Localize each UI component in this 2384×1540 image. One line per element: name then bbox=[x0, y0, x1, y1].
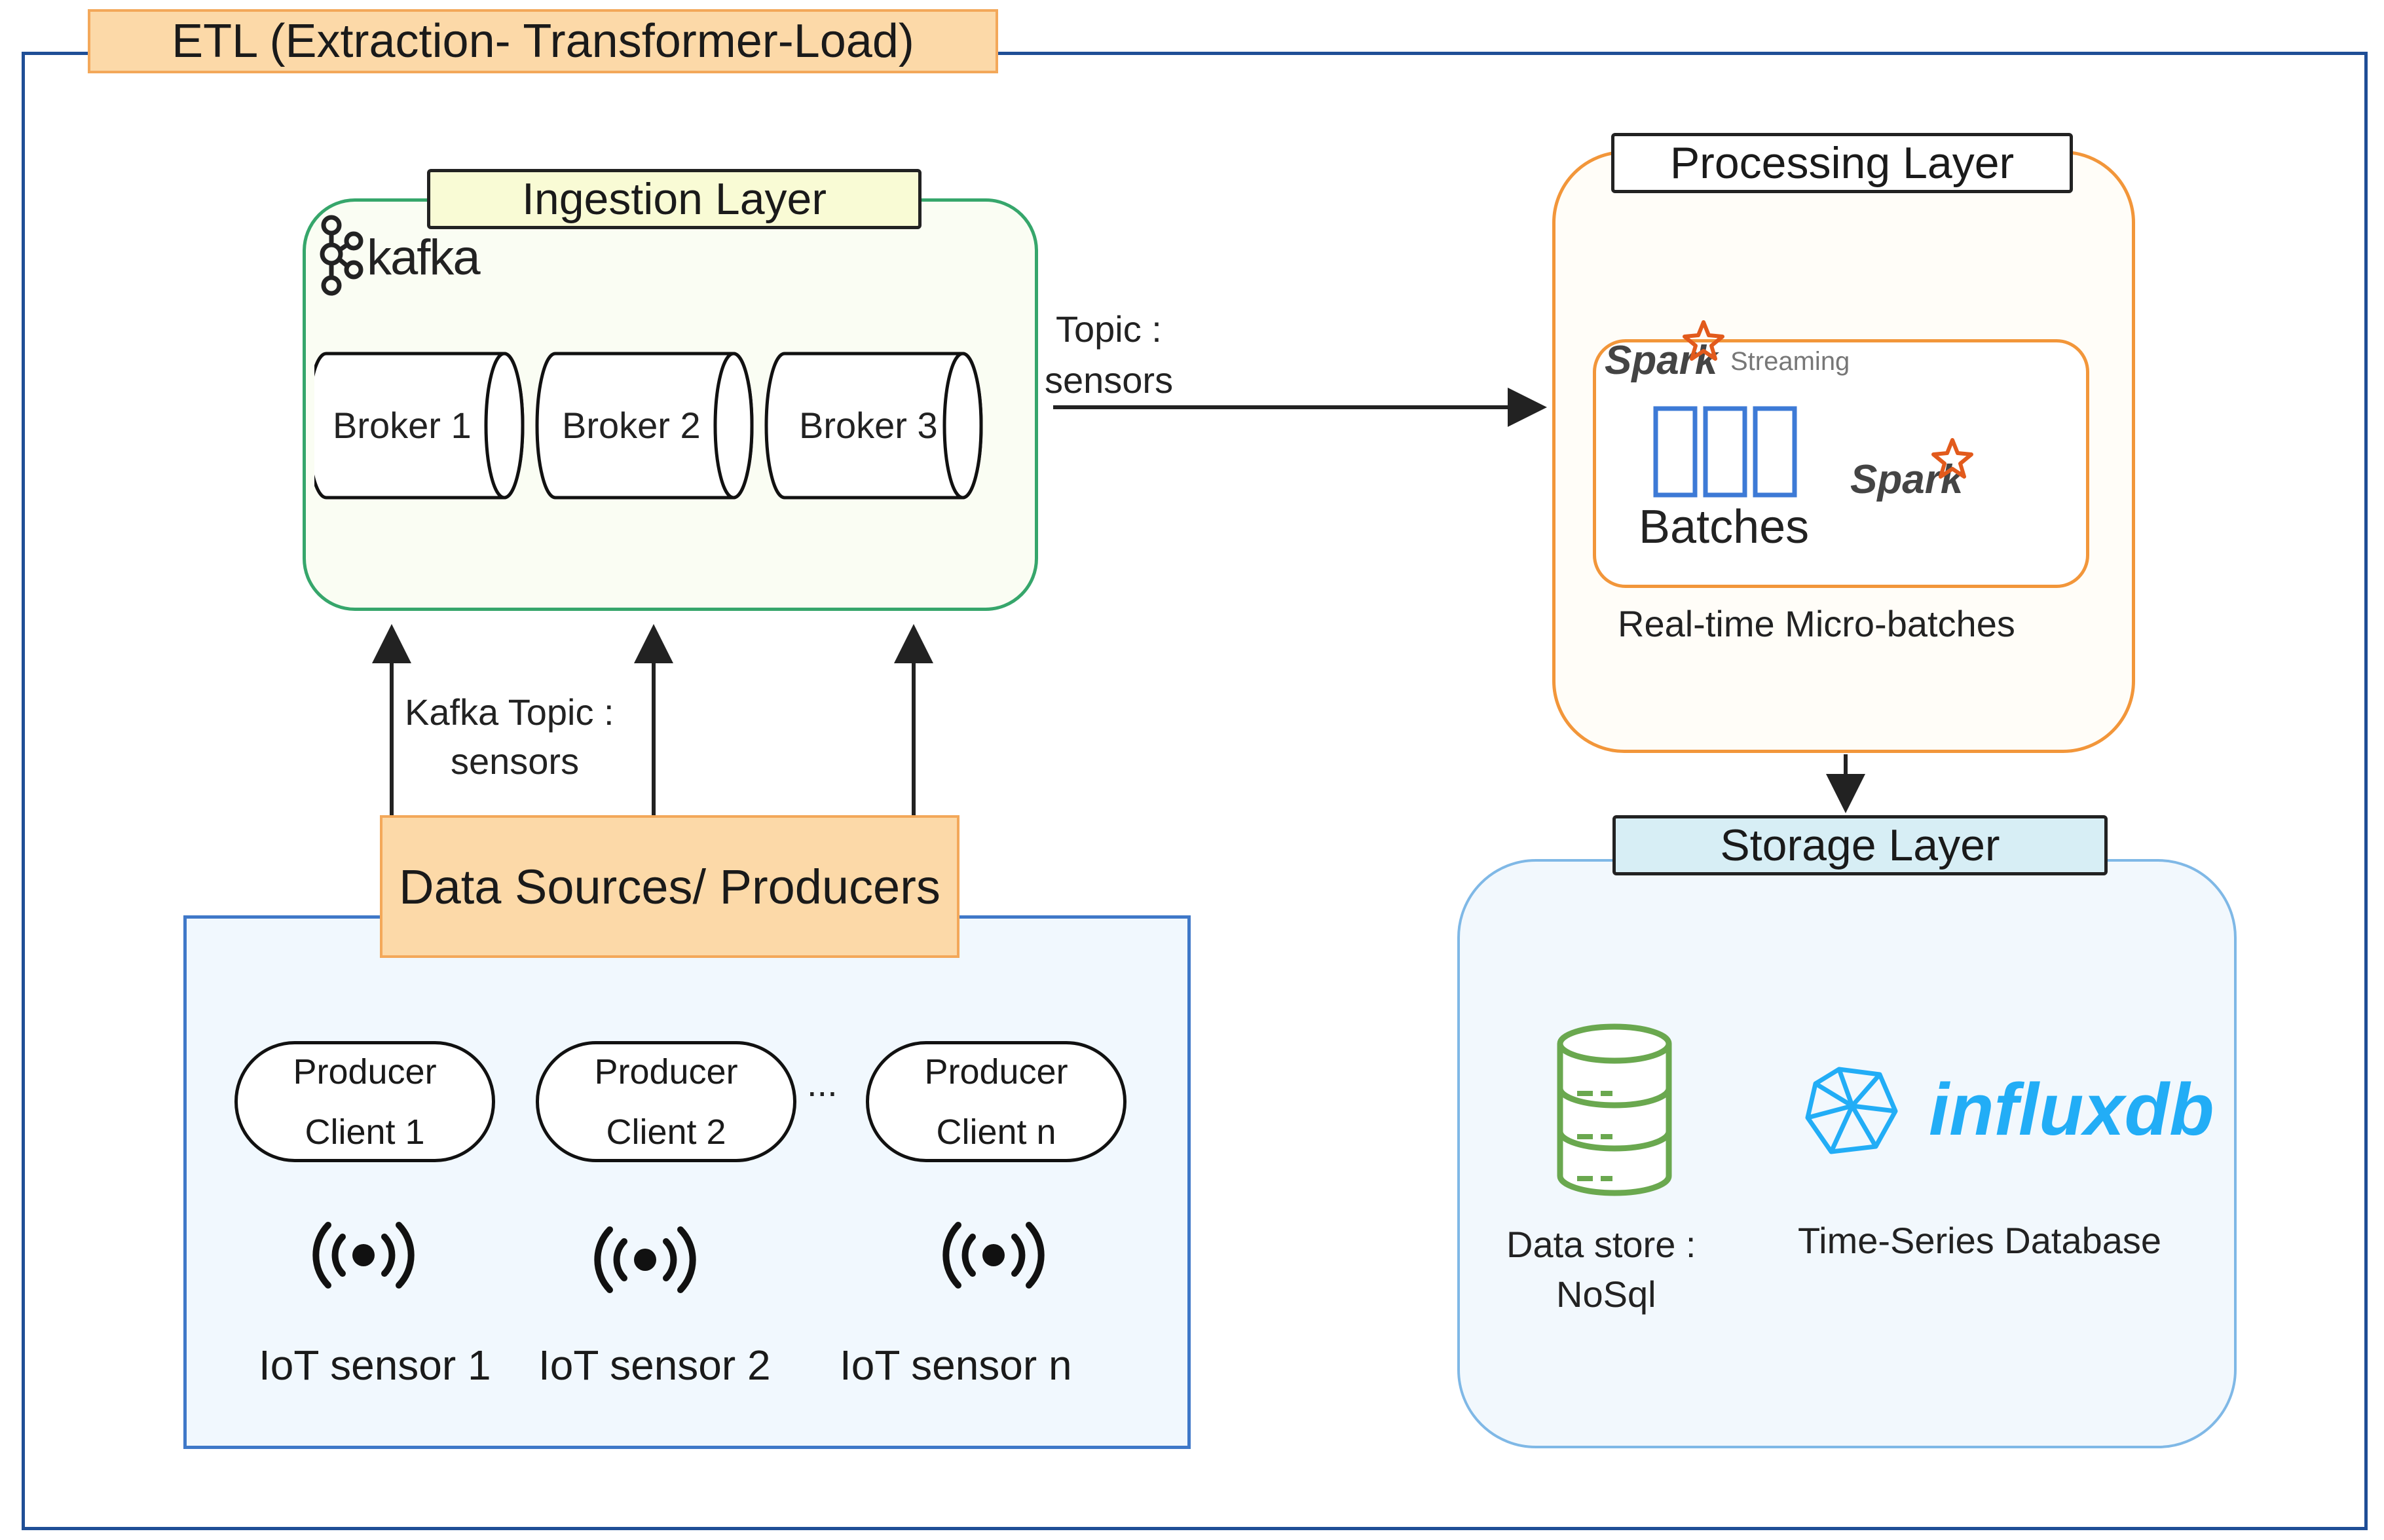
producer-client-n-line2: Client n bbox=[936, 1112, 1056, 1152]
broker-1-cylinder bbox=[314, 352, 525, 500]
producer-client-1: Producer Client 1 bbox=[234, 1041, 495, 1162]
processing-layer-title: Processing Layer bbox=[1611, 133, 2073, 193]
influxdb-cube-icon bbox=[1805, 1067, 1898, 1154]
broker-2-label: Broker 2 bbox=[562, 405, 701, 446]
producer-client-n-line1: Producer bbox=[924, 1052, 1068, 1091]
broker-2-cylinder bbox=[535, 352, 754, 500]
kafka-topic-label-line2: sensors bbox=[451, 741, 580, 782]
kafka-topic-label-line1: Kafka Topic : bbox=[405, 691, 614, 733]
spark-streaming-logo-text: Spark bbox=[1605, 338, 1718, 383]
iot-sensor-2-label: IoT sensor 2 bbox=[538, 1342, 771, 1389]
spark-star-icon-2 bbox=[1931, 438, 1973, 479]
etl-frame bbox=[22, 52, 2368, 1530]
topic-label-line1: Topic : bbox=[1056, 308, 1162, 350]
iot-sensor-1-label: IoT sensor 1 bbox=[259, 1342, 491, 1389]
producer-client-2-line2: Client 2 bbox=[606, 1112, 726, 1152]
batches-icon bbox=[1653, 406, 1797, 498]
iot-sensor-2-icon bbox=[594, 1226, 696, 1293]
data-sources-title: Data Sources/ Producers bbox=[380, 815, 959, 958]
broker-3-cylinder bbox=[764, 352, 983, 500]
iot-sensor-n-label: IoT sensor n bbox=[840, 1342, 1072, 1389]
database-icon bbox=[1557, 1023, 1672, 1196]
producer-client-n: Producer Client n bbox=[866, 1041, 1127, 1162]
spark-star-icon bbox=[1683, 320, 1724, 361]
iot-sensor-n-icon bbox=[942, 1222, 1045, 1289]
datastore-label-line2: NoSql bbox=[1556, 1274, 1656, 1315]
producer-client-1-line1: Producer bbox=[293, 1052, 437, 1091]
datastore-label-line1: Data store : bbox=[1506, 1224, 1696, 1265]
batches-label: Batches bbox=[1639, 501, 1810, 553]
kafka-logo-icon bbox=[320, 215, 363, 296]
broker-3-label: Broker 3 bbox=[799, 405, 938, 446]
clients-ellipsis: ... bbox=[807, 1063, 838, 1104]
influxdb-logo-text: influxdb bbox=[1929, 1069, 2214, 1150]
ingestion-layer-title: Ingestion Layer bbox=[427, 169, 922, 229]
brokers-group bbox=[314, 352, 983, 500]
iot-sensor-1-icon bbox=[312, 1222, 415, 1289]
producer-client-2-line1: Producer bbox=[594, 1052, 738, 1091]
timeseries-label: Time-Series Database bbox=[1798, 1220, 2162, 1261]
storage-layer-title: Storage Layer bbox=[1612, 815, 2108, 875]
kafka-logo-text: kafka bbox=[367, 230, 481, 285]
microbatches-caption: Real-time Micro-batches bbox=[1618, 603, 2015, 644]
streaming-word: Streaming bbox=[1730, 347, 1850, 376]
producer-client-1-line2: Client 1 bbox=[305, 1112, 425, 1152]
topic-label-line2: sensors bbox=[1045, 359, 1174, 401]
etl-title: ETL (Extraction- Transformer-Load) bbox=[88, 9, 998, 73]
broker-1-label: Broker 1 bbox=[333, 405, 472, 446]
producer-client-2: Producer Client 2 bbox=[536, 1041, 796, 1162]
